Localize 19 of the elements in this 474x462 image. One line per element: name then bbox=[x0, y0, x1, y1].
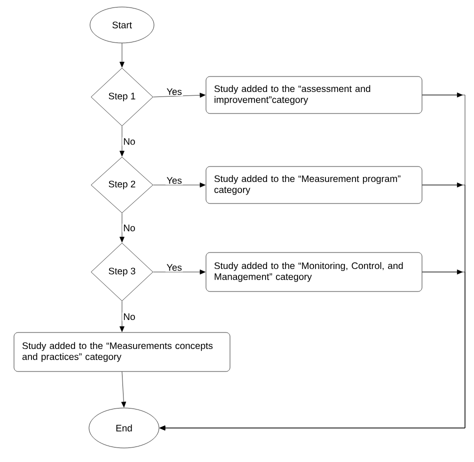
arrow bbox=[120, 213, 124, 242]
edge-label: Yes bbox=[166, 176, 183, 185]
arrow bbox=[120, 43, 124, 68]
edge-label: Yes bbox=[166, 263, 183, 272]
edge-label: No bbox=[122, 224, 136, 232]
process-box: Study added to the “Measurements concepts and practices” category bbox=[14, 332, 230, 372]
arrow bbox=[160, 270, 466, 430]
arrow bbox=[153, 92, 206, 98]
edge-label: No bbox=[122, 137, 136, 146]
arrow bbox=[121, 372, 126, 408]
edge-label: No bbox=[122, 312, 136, 322]
process-box: Study added to the “Monitoring, Control, and Management” category bbox=[206, 252, 422, 292]
process-box: Study added to the “Measurement program” category bbox=[206, 166, 422, 204]
arrow bbox=[153, 270, 206, 274]
edge-label: Yes bbox=[166, 87, 183, 96]
arrow bbox=[153, 182, 206, 188]
arrow bbox=[120, 301, 124, 332]
process-box: Study added to the “assessment and improvement”category bbox=[206, 76, 422, 114]
arrow bbox=[120, 126, 124, 156]
